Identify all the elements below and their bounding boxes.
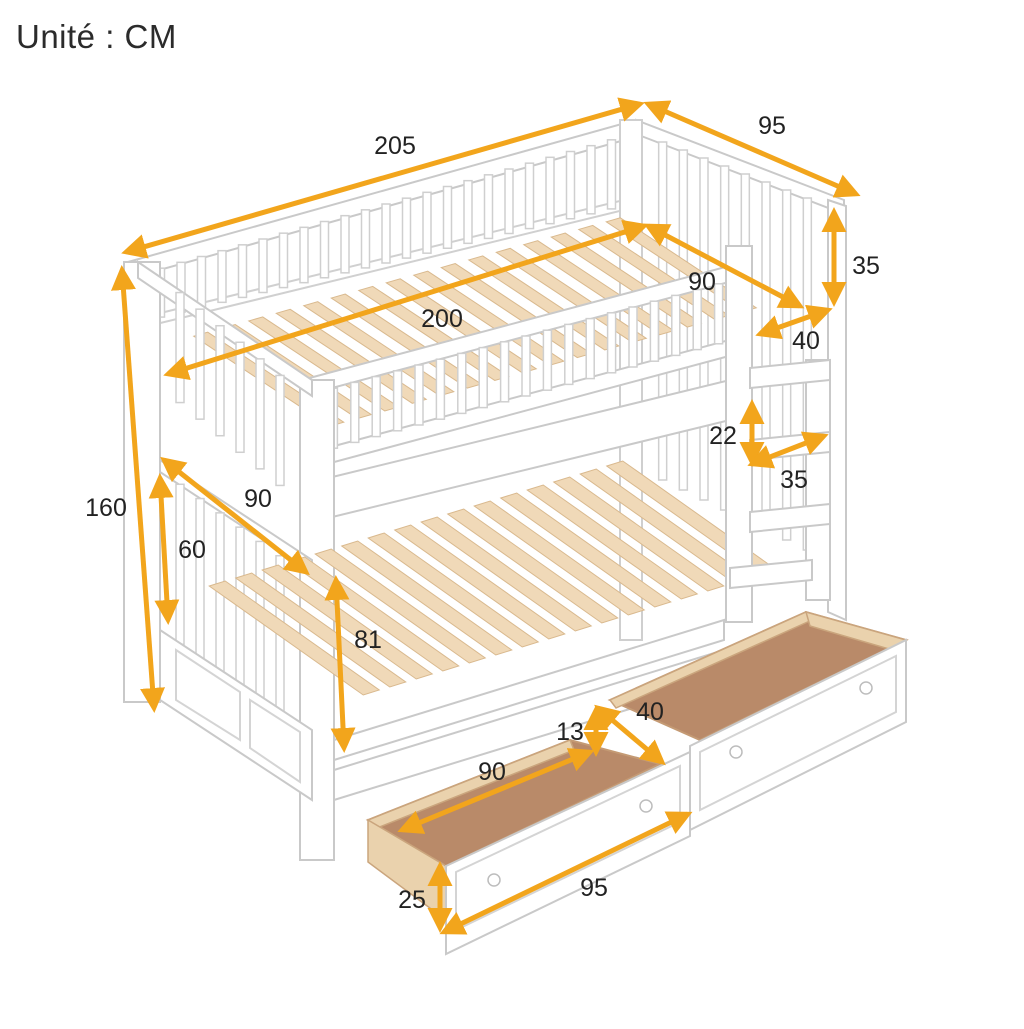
label-mattress-width: 90: [688, 268, 716, 296]
back-baluster: [258, 238, 268, 294]
back-baluster: [401, 197, 412, 259]
lower-slats: [208, 460, 778, 696]
lower-slat: [314, 548, 487, 664]
label-overall-length: 205: [374, 132, 416, 160]
arrow-90-drawer: [397, 748, 595, 834]
label-step-depth: 35: [780, 466, 808, 494]
lower-slat: [367, 532, 540, 648]
dimension-labels: 205 95 35 200 90 40 22 35 160 90 60 81 9…: [85, 112, 880, 914]
front-baluster: [585, 317, 595, 380]
back-baluster: [524, 162, 535, 230]
arrow-90-end: [160, 456, 310, 576]
arrow-95-drawer: [439, 811, 693, 935]
front-baluster: [542, 329, 553, 391]
arrow-95: [643, 100, 861, 198]
label-mattress-length: 200: [421, 305, 463, 333]
front-baluster: [564, 323, 574, 386]
back-baluster: [340, 214, 350, 274]
arrow-200: [163, 220, 649, 380]
back-baluster: [565, 150, 576, 220]
label-ladder-opening: 40: [792, 327, 820, 355]
left-upper-baluster: [255, 358, 265, 470]
arrow-35-step: [747, 431, 829, 469]
back-baluster: [586, 144, 596, 215]
front-baluster: [649, 300, 660, 362]
front-baluster: [350, 381, 360, 444]
label-drawer-inner-height: 13: [556, 718, 584, 746]
label-drawer-length: 95: [580, 874, 608, 902]
label-overall-width: 95: [758, 112, 786, 140]
back-baluster: [299, 226, 309, 284]
left-upper-baluster: [175, 291, 185, 404]
back-baluster: [504, 168, 514, 235]
right-end-baluster: [761, 181, 771, 531]
back-baluster: [319, 220, 330, 279]
lower-slat: [526, 484, 699, 600]
back-baluster: [606, 139, 617, 210]
label-overall-height: 160: [85, 494, 127, 522]
lower-slat: [340, 540, 513, 656]
label-drawer-height: 25: [398, 886, 426, 914]
label-drawer-inner-width: 90: [478, 758, 506, 786]
back-baluster: [422, 191, 432, 254]
front-baluster: [628, 306, 638, 368]
lower-slat: [393, 524, 566, 640]
unit-title: Unité : CM: [16, 18, 177, 55]
left-upper-baluster: [235, 341, 245, 454]
back-baluster: [545, 156, 555, 225]
front-baluster: [499, 341, 510, 403]
label-top-rail-height: 35: [852, 252, 880, 280]
arrow-40: [755, 304, 833, 340]
back-baluster: [360, 209, 371, 269]
arrow-40-drawer: [594, 704, 666, 766]
front-baluster: [414, 364, 424, 426]
lower-slat: [473, 500, 646, 616]
front-baluster: [392, 370, 403, 432]
lower-slat: [552, 476, 725, 592]
label-bed-clearance: 81: [354, 626, 382, 654]
back-baluster: [278, 232, 289, 289]
arrow-60: [148, 473, 180, 625]
left-upper-baluster: [275, 374, 285, 487]
ladder: [725, 245, 831, 623]
lower-slat: [499, 492, 672, 608]
left-upper-baluster: [215, 324, 225, 437]
arrow-160: [110, 265, 166, 713]
back-baluster: [381, 203, 391, 264]
lower-slat: [420, 516, 593, 632]
back-baluster: [196, 255, 207, 308]
left-lower-baluster: [175, 483, 185, 646]
front-baluster: [692, 288, 702, 351]
front-baluster: [371, 375, 381, 438]
back-baluster: [463, 179, 473, 245]
arrow-90-top: [643, 223, 805, 309]
back-baluster: [237, 244, 248, 299]
label-end-height: 60: [178, 536, 206, 564]
front-baluster: [521, 335, 531, 397]
dimension-arrows: [110, 97, 861, 935]
drawer-right: [607, 610, 909, 832]
front-baluster: [606, 312, 617, 374]
front-baluster: [671, 294, 681, 357]
front-baluster: [478, 346, 488, 409]
label-end-width: 90: [244, 485, 272, 513]
front-baluster: [435, 358, 446, 420]
lower-slat: [446, 508, 619, 624]
back-baluster: [442, 185, 453, 249]
back-baluster: [483, 174, 494, 240]
back-baluster: [217, 249, 227, 304]
arrow-81: [324, 575, 356, 753]
label-drawer-depth: 40: [636, 698, 664, 726]
label-step-spacing: 22: [709, 422, 737, 450]
front-baluster: [457, 352, 467, 415]
left-lower-baluster: [195, 497, 205, 660]
